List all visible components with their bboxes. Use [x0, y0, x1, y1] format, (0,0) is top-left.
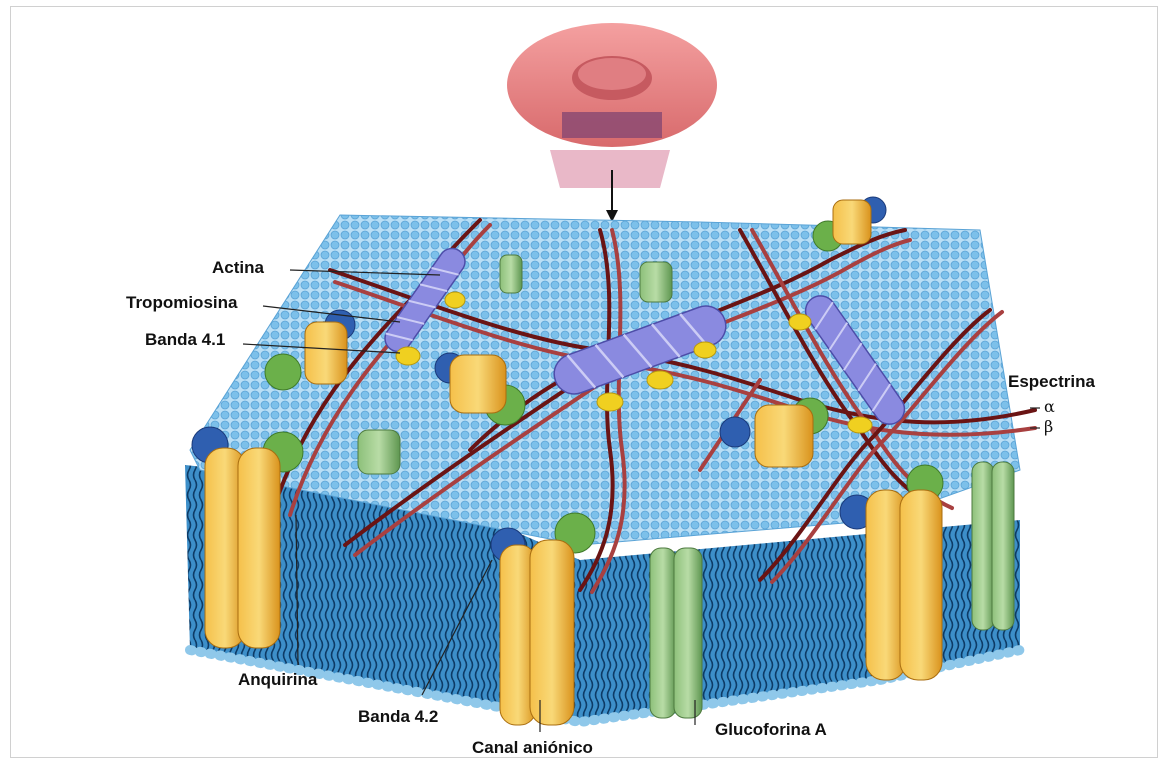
glycophorin-right — [972, 462, 1014, 630]
label-anquirina: Anquirina — [238, 670, 317, 690]
label-banda-4-2: Banda 4.2 — [358, 707, 438, 727]
label-banda-4-1: Banda 4.1 — [145, 330, 225, 350]
label-alpha: α — [1044, 397, 1055, 416]
label-actina: Actina — [212, 258, 264, 278]
anion-channel-right — [866, 490, 942, 680]
glycophorin-center — [650, 548, 702, 718]
label-glucoforina-a: Glucoforina A — [715, 720, 827, 740]
anion-channel-left — [205, 448, 280, 648]
label-beta: β — [1044, 417, 1053, 436]
anion-channel-center — [500, 540, 574, 725]
red-blood-cell — [507, 23, 717, 222]
label-tropomiosina: Tropomiosina — [126, 293, 237, 313]
label-espectrina: Espectrina — [1008, 372, 1095, 392]
label-canal-anionico: Canal aniónico — [472, 738, 593, 758]
